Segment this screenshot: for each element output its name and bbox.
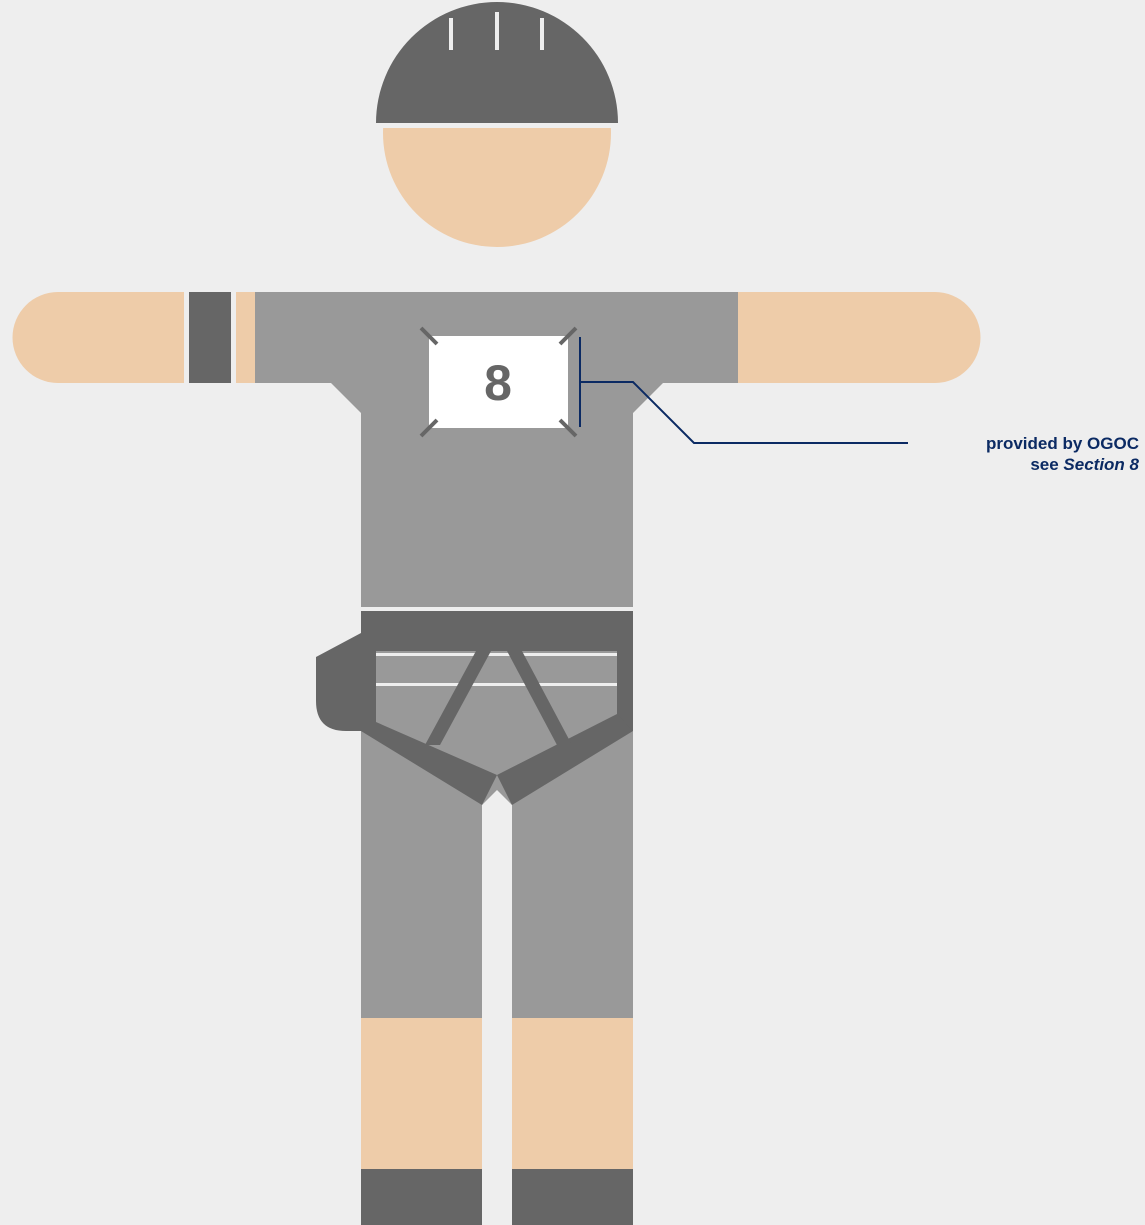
callout-line-1: provided by OGOC <box>986 433 1139 454</box>
right-lower-leg <box>512 1018 633 1169</box>
bib: 8 <box>421 328 576 436</box>
callout-see-text: see <box>1030 455 1063 474</box>
left-lower-leg <box>361 1018 482 1169</box>
trousers <box>361 611 633 1018</box>
armband <box>189 292 231 383</box>
right-arm <box>738 292 981 383</box>
callout-annotation: provided by OGOC see Section 8 <box>986 433 1139 475</box>
right-shoe <box>512 1169 633 1225</box>
hip-pouch <box>316 633 361 731</box>
callout-line-2: see Section 8 <box>986 454 1139 475</box>
bib-number: 8 <box>484 355 512 411</box>
helmet-icon <box>376 2 618 128</box>
section-reference: Section 8 <box>1063 455 1139 474</box>
left-shoe <box>361 1169 482 1225</box>
